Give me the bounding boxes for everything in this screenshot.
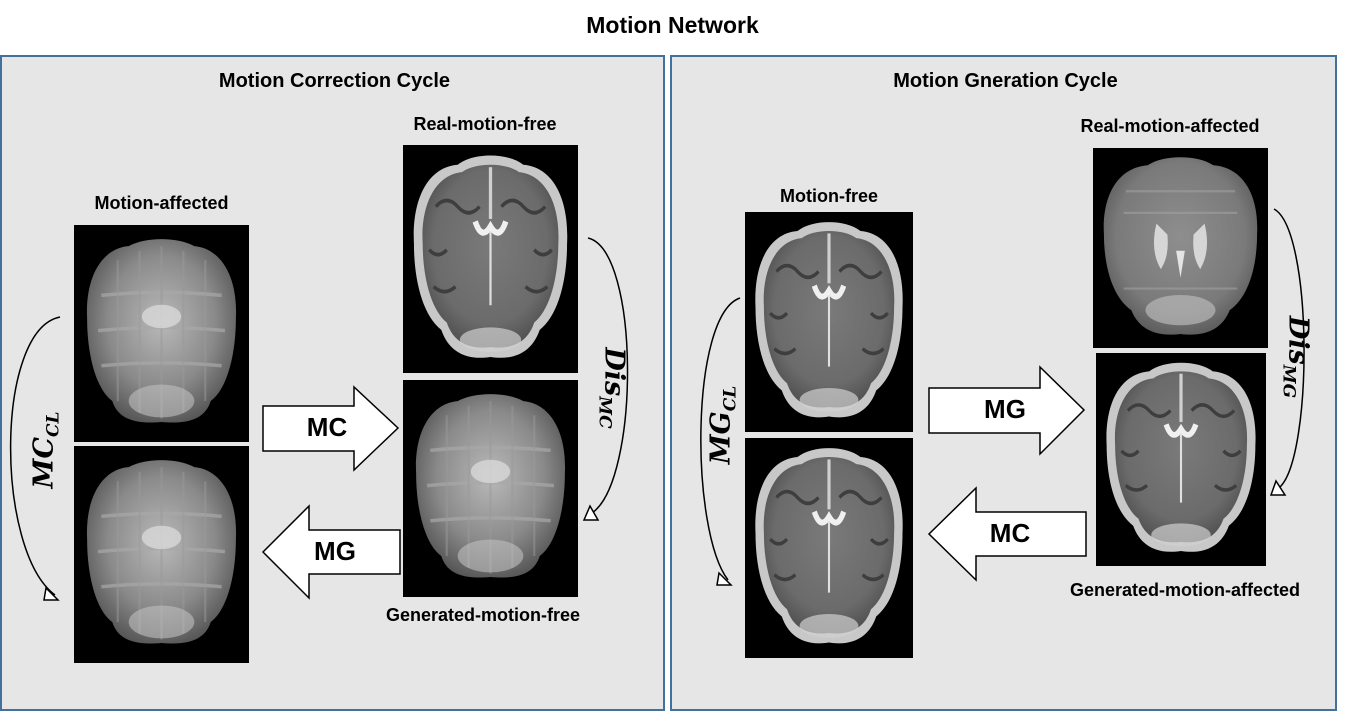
mri-brain-image bbox=[74, 446, 249, 663]
math-main: MG bbox=[705, 411, 737, 465]
mri-brain-image bbox=[1093, 148, 1268, 348]
label-real-motion-free: Real-motion-free bbox=[413, 114, 557, 134]
cycle-loss-label: MGCL bbox=[705, 386, 740, 464]
mri-brain-image bbox=[403, 380, 578, 597]
math-main: MC bbox=[28, 437, 60, 489]
arrow-label-mg: MG bbox=[984, 394, 1026, 424]
math-sub: MC bbox=[594, 396, 615, 429]
discriminator-label: DisMG bbox=[1278, 316, 1313, 398]
curved-cycle-arrow bbox=[700, 297, 741, 586]
label-motion-affected: Motion-affected bbox=[94, 193, 229, 213]
block-arrow-left bbox=[261, 504, 401, 600]
block-arrow-right bbox=[262, 385, 400, 472]
label-generated-motion-free: Generated-motion-free bbox=[385, 605, 581, 625]
panel-title: Motion Correction Cycle bbox=[218, 70, 451, 92]
panel-title: Motion Gneration Cycle bbox=[893, 70, 1118, 92]
mri-brain-image bbox=[403, 145, 578, 373]
mri-brain-image bbox=[745, 212, 913, 432]
arrow-label-mc: MC bbox=[989, 518, 1031, 548]
block-arrow-left bbox=[927, 486, 1087, 582]
math-sub: MG bbox=[1278, 364, 1299, 399]
cycle-loss-label: MCCL bbox=[28, 412, 63, 489]
math-sub: CL bbox=[720, 385, 741, 412]
diagram-title: Motion Network bbox=[586, 12, 759, 38]
mri-brain-image bbox=[745, 438, 913, 658]
arrow-label-mg: MG bbox=[314, 536, 356, 566]
arrow-label-mc: MC bbox=[306, 412, 348, 442]
block-arrow-right bbox=[928, 365, 1086, 456]
curved-cycle-arrow bbox=[1269, 208, 1305, 496]
label-motion-free: Motion-free bbox=[780, 186, 878, 206]
mri-brain-image bbox=[1096, 353, 1266, 566]
discriminator-label: DisMC bbox=[594, 347, 629, 428]
math-main: Dis bbox=[1282, 315, 1314, 365]
math-sub: CL bbox=[43, 411, 64, 438]
curved-cycle-arrow bbox=[582, 237, 629, 521]
curved-cycle-arrow bbox=[9, 316, 61, 601]
label-real-motion-affected: Real-motion-affected bbox=[1080, 116, 1260, 136]
label-generated-motion-affected: Generated-motion-affected bbox=[1069, 580, 1301, 600]
mri-brain-image bbox=[74, 225, 249, 442]
math-main: Dis bbox=[598, 347, 630, 397]
